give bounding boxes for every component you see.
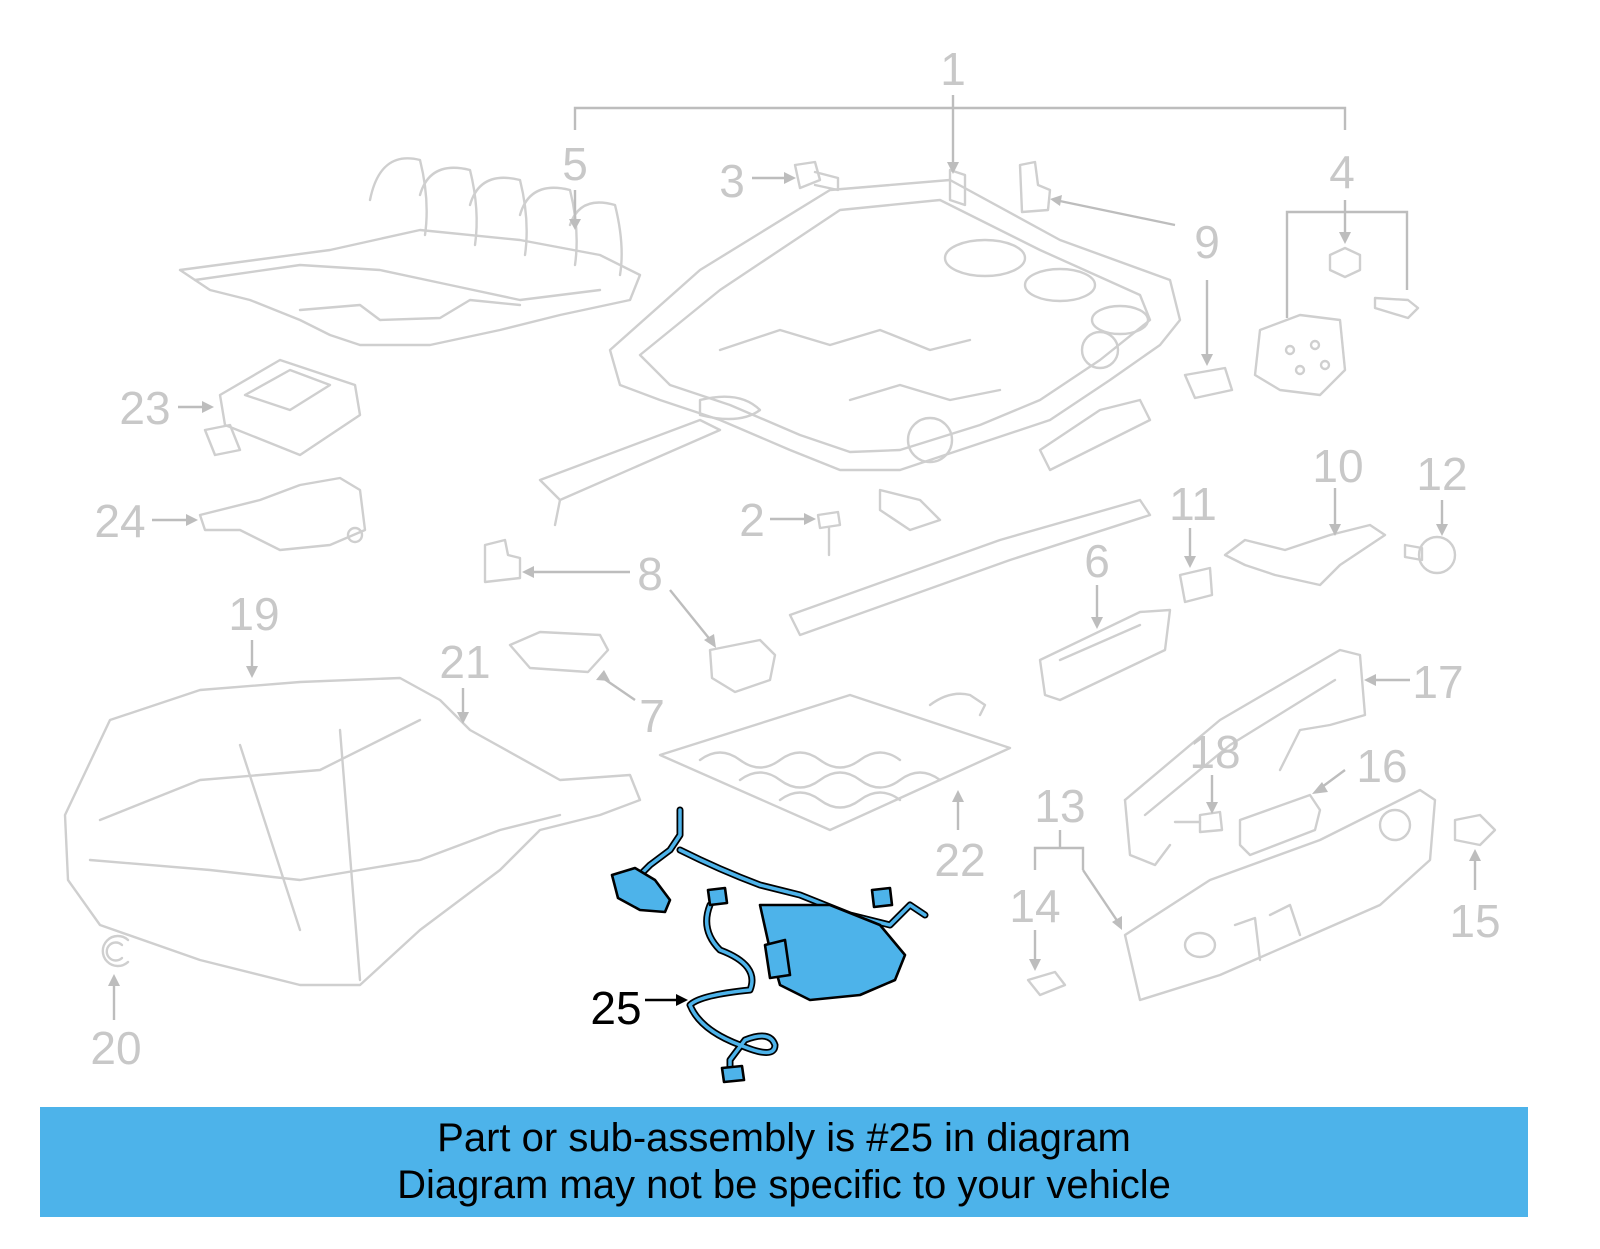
callout-24: 24	[94, 495, 145, 547]
part-21-leader	[457, 688, 469, 724]
callout-11: 11	[1169, 478, 1217, 530]
callout-18: 18	[1189, 726, 1240, 778]
callout-labels: 1 2 3 4 5 6 7 8 9 10 11 12 13 14 15 16 1…	[90, 43, 1500, 1074]
callout-20: 20	[90, 1022, 141, 1074]
part-7-trim	[508, 630, 636, 701]
callout-7: 7	[639, 690, 665, 742]
part-20-clip	[101, 934, 130, 1020]
callout-3: 3	[719, 155, 745, 207]
callout-16: 16	[1356, 740, 1407, 792]
part-16-switch	[1238, 769, 1346, 857]
callout-14: 14	[1009, 880, 1060, 932]
banner-line-1: Part or sub-assembly is #25 in diagram	[437, 1116, 1131, 1160]
callout-25: 25	[590, 982, 641, 1034]
callout-15: 15	[1449, 895, 1500, 947]
part-1-seat-frame	[538, 95, 1347, 637]
callout-21: 21	[439, 636, 490, 688]
callout-22: 22	[934, 834, 985, 886]
part-15-grommet	[1453, 813, 1497, 890]
part-2-screw	[770, 510, 842, 557]
part-22-heater-pad	[658, 692, 1012, 832]
part-25-wiring-harness	[610, 806, 929, 1084]
part-10-bracket	[1223, 488, 1387, 587]
part-19-cushion	[63, 640, 642, 987]
part-23-module	[178, 358, 362, 457]
info-banner: Part or sub-assembly is #25 in diagram D…	[40, 1107, 1528, 1217]
part-4-hinge-set	[1253, 200, 1420, 397]
callout-9: 9	[1194, 216, 1220, 268]
part-24-bracket	[152, 476, 367, 552]
part-9-clip	[1018, 160, 1234, 400]
part-8-clips	[483, 538, 777, 694]
callout-2: 2	[739, 494, 765, 546]
part-11-clip	[1178, 528, 1214, 604]
callout-6: 6	[1084, 535, 1110, 587]
callout-5: 5	[562, 138, 588, 190]
part-14-clip	[1026, 930, 1067, 997]
part-3-bolt	[752, 160, 840, 192]
callout-1: 1	[940, 43, 966, 95]
banner-line-2: Diagram may not be specific to your vehi…	[397, 1163, 1171, 1207]
callout-13: 13	[1034, 780, 1085, 832]
callout-19: 19	[228, 588, 279, 640]
callout-10: 10	[1312, 440, 1363, 492]
callout-12: 12	[1416, 448, 1467, 500]
callout-17: 17	[1412, 656, 1463, 708]
part-18-screw	[1173, 775, 1224, 834]
part-12-grommet	[1403, 500, 1457, 575]
part-13-side-shield	[1033, 788, 1437, 1002]
callout-8: 8	[637, 548, 663, 600]
callout-23: 23	[119, 382, 170, 434]
callout-4: 4	[1329, 146, 1355, 198]
part-5-spring-mat	[178, 157, 642, 347]
part-6-cover	[1038, 585, 1172, 702]
part-17-wire-frame	[1123, 648, 1410, 867]
